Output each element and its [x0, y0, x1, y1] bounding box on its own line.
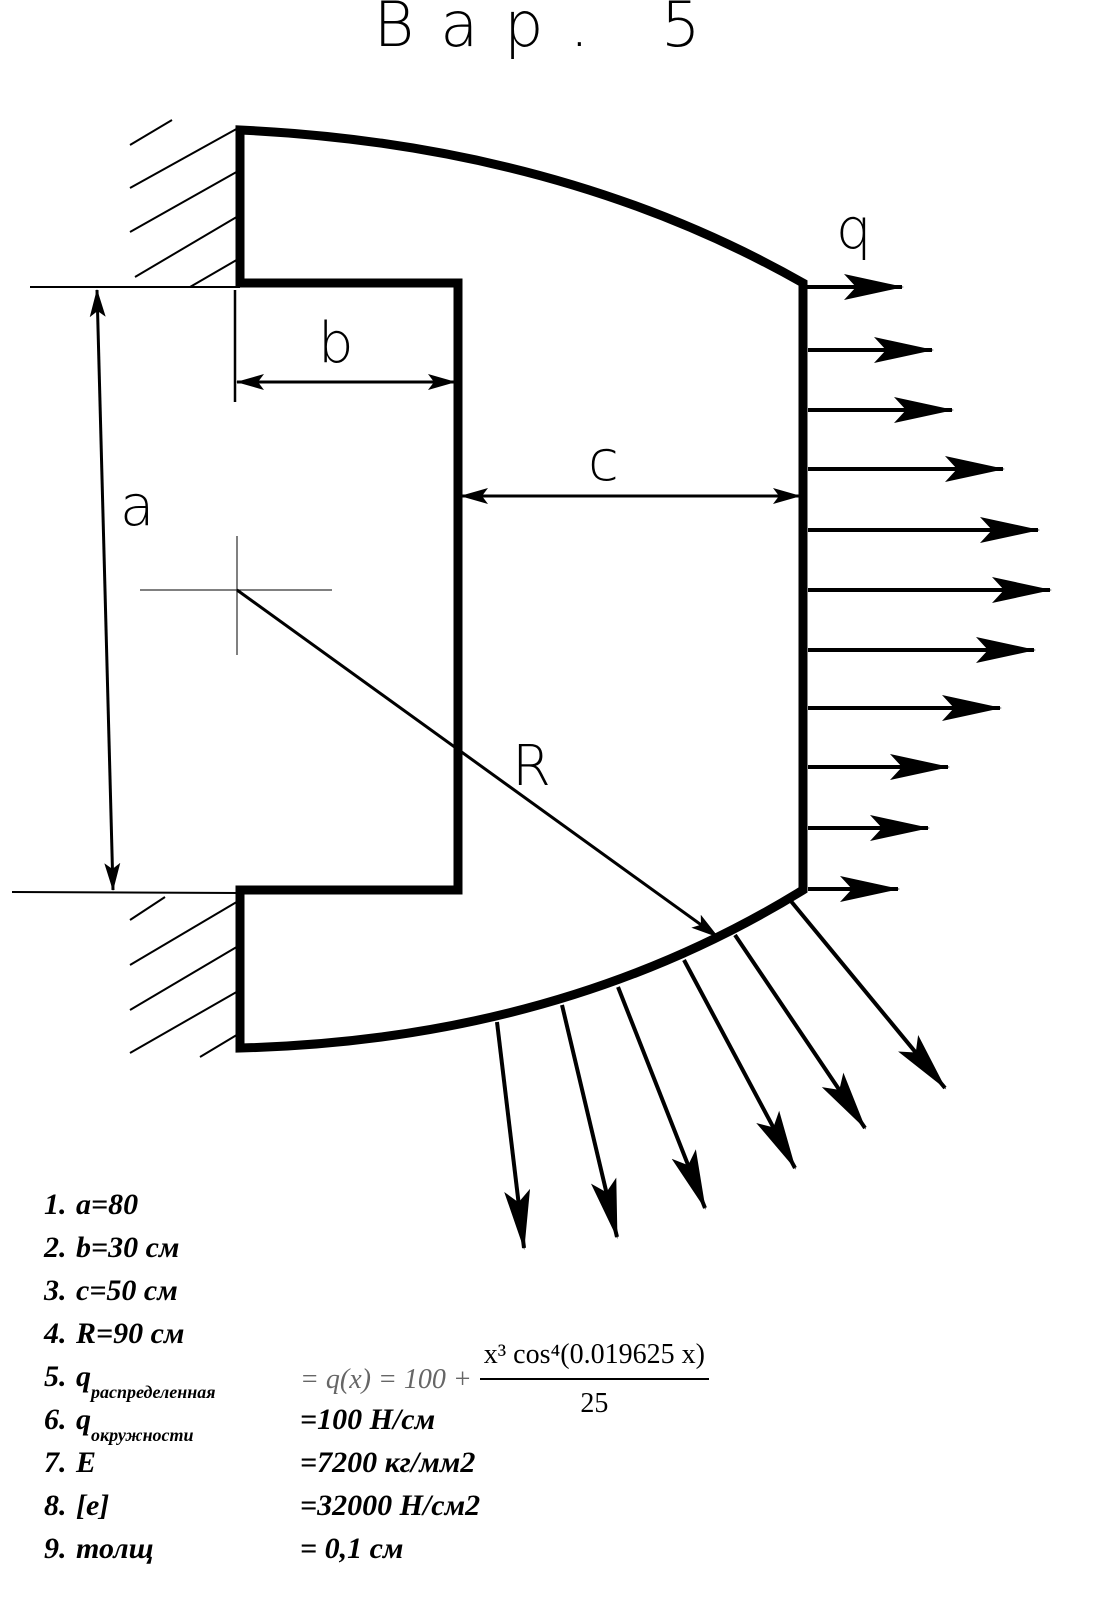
param-number: 2. — [44, 1231, 67, 1264]
param-row: 8. [e] =32000 Н/см2 — [44, 1484, 480, 1527]
label-a: a — [120, 474, 154, 539]
radius-r-arrow — [236, 588, 719, 939]
formula-fraction: x³ cos⁴(0.019625 x) 25 — [479, 1333, 709, 1425]
param-name: q — [76, 1360, 91, 1393]
param-row: 9. толщ = 0,1 см — [44, 1527, 403, 1570]
param-value: =100 Н/см — [300, 1403, 436, 1436]
load-formula: = q(x) = 100 + x³ cos⁴(0.019625 x) 25 — [300, 1333, 709, 1425]
formula-numerator: x³ cos⁴(0.019625 x) — [479, 1333, 709, 1380]
param-name: c=50 см — [76, 1274, 178, 1307]
param-subscript: распределенная — [91, 1382, 216, 1402]
param-number: 4. — [44, 1317, 67, 1350]
param-number: 3. — [44, 1274, 67, 1307]
param-subscript: окружности — [91, 1425, 194, 1445]
dimension-a-arrow — [89, 289, 121, 891]
param-row: 2. b=30 см — [44, 1226, 216, 1269]
param-name: [e] — [76, 1489, 110, 1522]
param-name: a=80 — [76, 1188, 139, 1221]
wall-hatching-lower — [129, 896, 241, 1058]
label-q: q — [836, 197, 872, 262]
param-number: 9. — [44, 1532, 67, 1565]
arc-load-arrows — [495, 898, 947, 1250]
part-outline — [235, 125, 808, 1053]
param-row: 1. a=80 — [44, 1183, 216, 1226]
param-name: R=90 см — [76, 1317, 185, 1350]
param-row: 6. qокружности =100 Н/см — [44, 1398, 435, 1445]
label-b: b — [318, 311, 354, 376]
center-mark — [140, 536, 332, 655]
param-number: 6. — [44, 1403, 67, 1436]
dimension-line-a-bottom — [11, 891, 241, 894]
parameter-list: 1. a=80 2. b=30 см 3. c=50 см 4. R=90 см 5. q… — [44, 1183, 709, 1570]
param-row: 7. E =7200 кг/мм2 — [44, 1441, 475, 1484]
param-row: 3. c=50 см — [44, 1269, 216, 1312]
param-number: 7. — [44, 1446, 67, 1479]
param-name: E — [76, 1446, 97, 1479]
param-row: 4. R=90 см — [44, 1312, 216, 1355]
param-number: 8. — [44, 1489, 67, 1522]
label-r: R — [512, 734, 551, 799]
page-title: Вар. 5 — [373, 0, 727, 61]
wall-hatching-upper — [129, 119, 241, 288]
param-value: =32000 Н/см2 — [300, 1489, 481, 1522]
param-name: b=30 см — [76, 1231, 180, 1264]
formula-denominator: 25 — [580, 1388, 609, 1419]
formula-lhs: = q(x) = 100 + — [300, 1363, 472, 1395]
distributed-load-arrows — [803, 274, 1052, 902]
param-number: 1. — [44, 1188, 67, 1221]
param-value: =7200 кг/мм2 — [300, 1446, 476, 1479]
label-c: c — [588, 429, 619, 494]
param-value: = 0,1 см — [300, 1532, 404, 1565]
param-row: 5.qраспределенная = q(x) = 100 + x³ cos⁴… — [44, 1339, 709, 1419]
param-name: q — [76, 1403, 91, 1436]
param-number: 5. — [44, 1360, 67, 1393]
param-name: толщ — [76, 1532, 154, 1565]
